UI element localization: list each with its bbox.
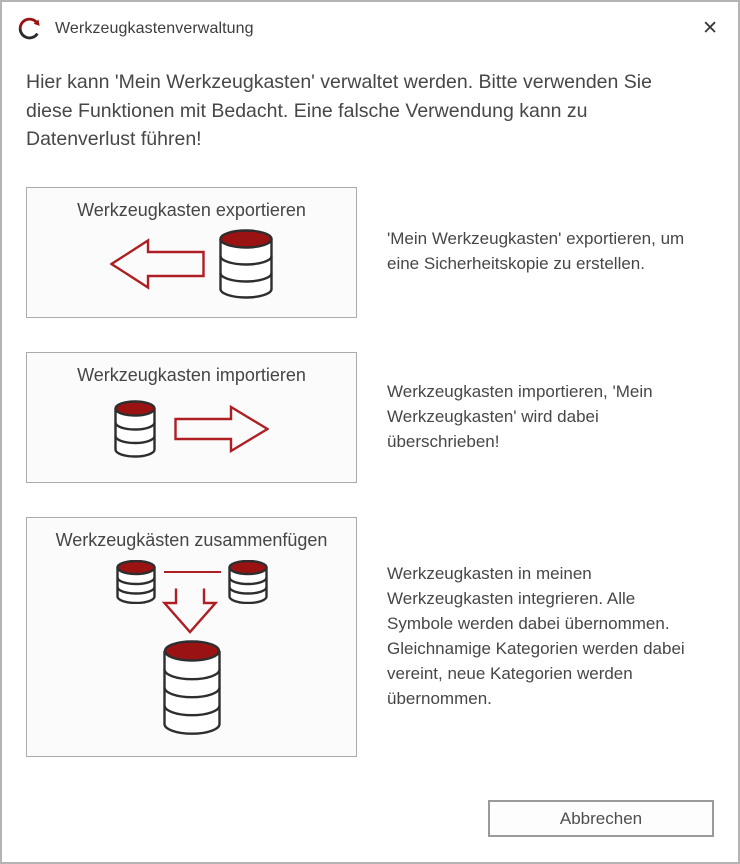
database-icon — [162, 640, 221, 736]
cancel-button[interactable]: Abbrechen — [488, 800, 714, 837]
close-icon: ✕ — [702, 18, 718, 39]
intro-text: Hier kann 'Mein Werkzeugkasten' verwalte… — [26, 71, 652, 151]
tile-label: Werkzeugkasten exportieren — [77, 199, 306, 220]
tile-label: Werkzeugkästen zusammenfügen — [55, 529, 328, 550]
right-arrow-icon — [174, 404, 269, 453]
left-arrow-and-database-icon — [35, 221, 348, 307]
merge-row: Werkzeugkästen zusammenfügen — [26, 516, 714, 757]
circular-arrow-icon — [18, 17, 40, 40]
tile-label: Werkzeugkasten importieren — [77, 364, 306, 385]
footer: Abbrechen — [26, 800, 714, 837]
merge-databases-icon — [35, 551, 348, 746]
import-row: Werkzeugkasten importieren — [26, 351, 714, 483]
action-description: Werkzeugkasten importieren, 'Mein Werkze… — [387, 381, 653, 451]
action-description: 'Mein Werkzeugkasten' exportieren, um ei… — [387, 229, 685, 274]
window-title: Werkzeugkastenverwaltung — [55, 19, 254, 37]
action-rows: Werkzeugkasten exportieren — [26, 154, 714, 800]
export-toolbox-button[interactable]: Werkzeugkasten exportieren — [26, 186, 357, 318]
import-toolbox-button[interactable]: Werkzeugkasten importieren — [26, 351, 357, 483]
down-arrow-icon — [161, 588, 218, 635]
left-arrow-icon — [110, 238, 205, 290]
export-row: Werkzeugkasten exportieren — [26, 186, 714, 318]
merge-toolboxes-button[interactable]: Werkzeugkästen zusammenfügen — [26, 516, 357, 757]
database-icon — [219, 229, 273, 299]
database-and-right-arrow-icon — [35, 386, 348, 472]
database-icon — [114, 400, 156, 458]
database-icon — [227, 560, 268, 605]
database-icon — [115, 560, 156, 605]
close-button[interactable]: ✕ — [696, 17, 724, 40]
action-description: Werkzeugkasten in meinen Werkzeugkasten … — [387, 564, 685, 708]
merge-connector-line — [163, 571, 221, 574]
titlebar: Werkzeugkastenverwaltung ✕ — [2, 2, 738, 42]
